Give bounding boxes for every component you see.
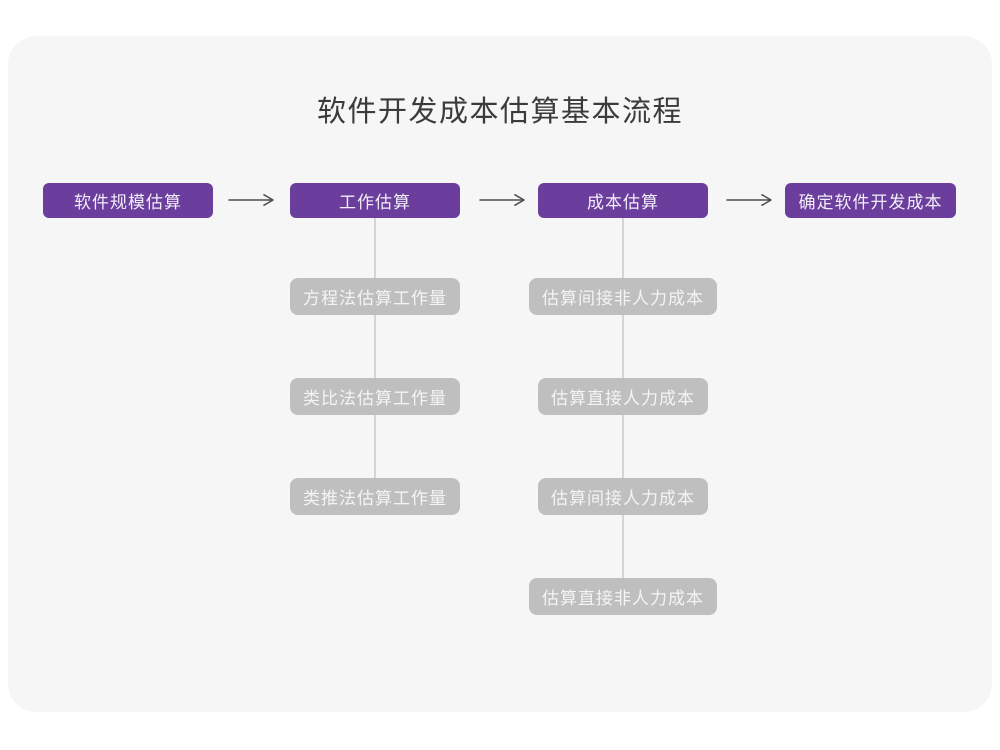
node-label: 估算间接非人力成本 — [542, 289, 704, 308]
arrow-right-icon — [228, 193, 274, 207]
node-label: 估算间接人力成本 — [551, 489, 695, 508]
arrow-right-icon — [479, 193, 525, 207]
node-label: 成本估算 — [587, 193, 659, 212]
node-label: 估算直接人力成本 — [551, 389, 695, 408]
substep-node-indirect-nonlabor-cost: 估算间接非人力成本 — [529, 278, 717, 315]
stage-node-effort-estimation: 工作估算 — [290, 183, 460, 218]
diagram-title: 软件开发成本估算基本流程 — [316, 96, 683, 128]
stage-node-cost-estimation: 成本估算 — [538, 183, 708, 218]
substep-node-indirect-labor-cost: 估算间接人力成本 — [538, 478, 708, 515]
node-label: 类推法估算工作量 — [303, 489, 447, 508]
node-label: 软件规模估算 — [74, 193, 182, 212]
node-label: 工作估算 — [339, 193, 411, 212]
node-label: 估算直接非人力成本 — [542, 589, 704, 608]
substep-node-direct-labor-cost: 估算直接人力成本 — [538, 378, 708, 415]
substep-node-equation-method: 方程法估算工作量 — [290, 278, 460, 315]
stage-node-final-cost: 确定软件开发成本 — [785, 183, 956, 218]
node-label: 方程法估算工作量 — [303, 289, 447, 308]
arrow-right-icon — [726, 193, 772, 207]
substep-node-direct-nonlabor-cost: 估算直接非人力成本 — [529, 578, 717, 615]
substep-node-analogy-method: 类比法估算工作量 — [290, 378, 460, 415]
substep-node-extrapolation-method: 类推法估算工作量 — [290, 478, 460, 515]
stage-node-scale-estimation: 软件规模估算 — [43, 183, 213, 218]
node-label: 类比法估算工作量 — [303, 389, 447, 408]
node-label: 确定软件开发成本 — [798, 193, 943, 212]
connector-line-effort — [374, 218, 376, 480]
diagram-card — [8, 36, 992, 712]
